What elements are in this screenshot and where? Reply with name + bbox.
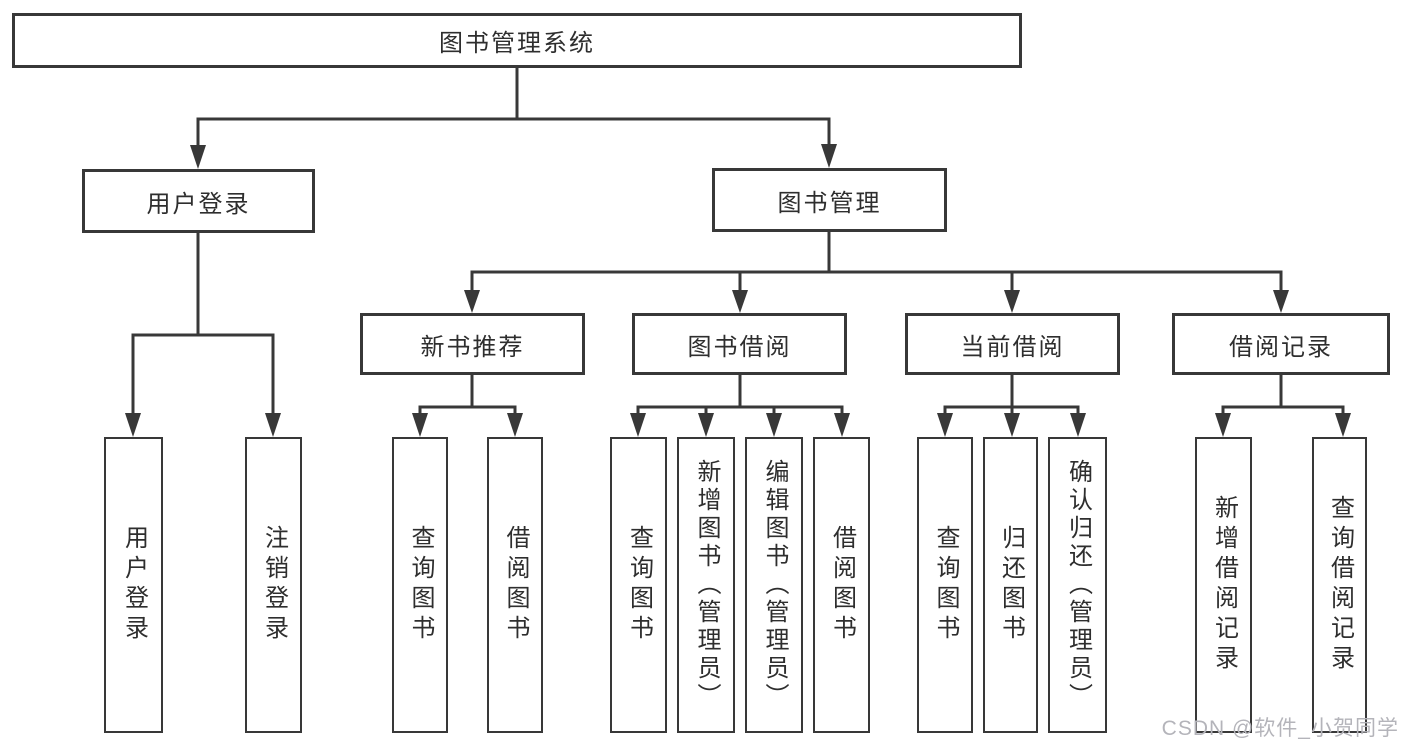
leaf-query-books-current: 查询图书 — [917, 437, 973, 733]
node-current-borrow: 当前借阅 — [905, 313, 1120, 375]
leaf-add-books-admin: 新增图书（管理员） — [677, 437, 735, 733]
node-borrow-records: 借阅记录 — [1172, 313, 1390, 375]
edge-new-book-rec-split — [418, 373, 517, 418]
leaf-borrow-books: 借阅图书 — [813, 437, 870, 733]
leaf-query-books-recommend: 查询图书 — [392, 437, 448, 733]
leaf-confirm-return-admin: 确认归还（管理员） — [1048, 437, 1107, 733]
node-root: 图书管理系统 — [12, 13, 1022, 68]
edge-user-login-split — [131, 231, 275, 418]
leaf-logout: 注销登录 — [245, 437, 302, 733]
csdn-watermark: CSDN @软件_小贺同学 — [1161, 717, 1399, 740]
edge-book-mgmt-split — [470, 230, 1283, 296]
leaf-return-books: 归还图书 — [983, 437, 1038, 733]
edge-borrow-records-split — [1221, 373, 1345, 418]
leaf-query-books-borrow: 查询图书 — [610, 437, 667, 733]
edge-current-borrow-split — [943, 373, 1080, 418]
leaf-add-borrow-record: 新增借阅记录 — [1195, 437, 1252, 733]
node-new-book-recommend: 新书推荐 — [360, 313, 585, 375]
leaf-edit-books-admin: 编辑图书（管理员） — [745, 437, 803, 733]
leaf-borrow-books-recommend: 借阅图书 — [487, 437, 543, 733]
node-book-management: 图书管理 — [712, 168, 947, 232]
leaf-query-borrow-record: 查询借阅记录 — [1312, 437, 1367, 733]
node-book-borrow: 图书借阅 — [632, 313, 847, 375]
edge-root-split — [196, 66, 831, 152]
node-user-login: 用户登录 — [82, 169, 315, 233]
leaf-user-login: 用户登录 — [104, 437, 163, 733]
edge-book-borrow-split — [636, 373, 844, 418]
